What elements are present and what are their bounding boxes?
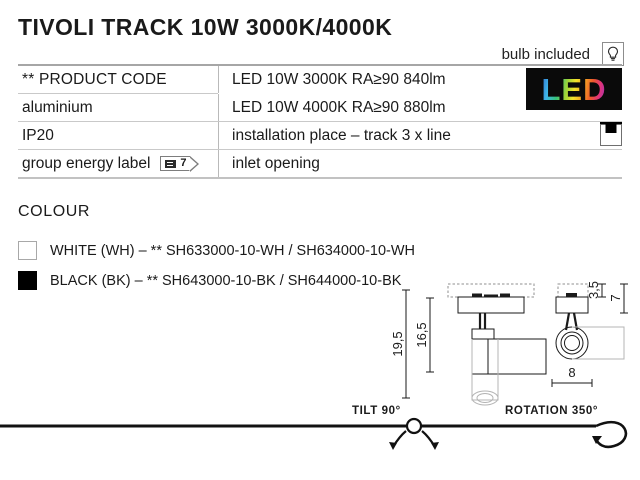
table-cell-installation-place: installation place – track 3 x line: [232, 126, 451, 144]
dimension-adapter-height: 3,5: [586, 281, 601, 299]
dimension-width: 8: [568, 365, 575, 380]
front-view: [551, 283, 625, 387]
dimension-line-adapter: [598, 283, 628, 314]
table-rule: [18, 149, 622, 150]
dimension-overall-height: 19,5: [390, 331, 405, 356]
energy-label-number: 7: [180, 157, 187, 169]
table-cell-material: aluminium: [22, 98, 93, 116]
colour-section-heading: COLOUR: [18, 203, 91, 220]
dimension-line-body-height: [426, 297, 434, 373]
table-row: IP20 installation place – track 3 x line: [18, 122, 622, 149]
table-row: aluminium LED 10W 4000K RA≥90 880lm: [18, 94, 622, 121]
table-cell-product-code-label: ** PRODUCT CODE: [22, 70, 167, 88]
colour-option-label: WHITE (WH) – ** SH633000-10-WH / SH63400…: [50, 242, 416, 259]
table-cell-led-3000k: LED 10W 3000K RA≥90 840lm: [232, 70, 446, 88]
spec-table: LED ** PRODUCT CODE LED 10W 3000K RA≥90 …: [18, 64, 622, 179]
lightbulb-icon: [602, 42, 624, 66]
table-rule: [18, 121, 622, 122]
dimension-line-width: [551, 379, 593, 387]
table-column-divider: [218, 150, 219, 177]
colour-option-white: WHITE (WH) – ** SH633000-10-WH / SH63400…: [18, 241, 415, 260]
table-rule-left-partial: [18, 93, 218, 94]
colour-swatch-white: [18, 241, 37, 260]
energy-label-icon: [165, 159, 177, 168]
colour-option-label: BLACK (BK) – ** SH643000-10-BK / SH64400…: [50, 272, 402, 289]
colour-option-black: BLACK (BK) – ** SH643000-10-BK / SH64400…: [18, 271, 401, 290]
dimension-adapter-total: 7: [608, 294, 623, 301]
bulb-included-row: bulb included: [502, 42, 624, 66]
table-row: group energy label 7 inlet opening: [18, 150, 622, 177]
motion-indicator-bar: [0, 404, 640, 480]
tilt-pivot-icon: [389, 417, 439, 450]
led-badge: LED: [526, 68, 622, 110]
led-badge-text: LED: [541, 71, 607, 107]
page-title: TIVOLI TRACK 10W 3000K/4000K: [18, 14, 393, 40]
dimension-line-overall-height: [402, 289, 410, 399]
table-column-divider: [218, 66, 219, 93]
track-mount-icon: [600, 122, 622, 146]
energy-label-badge: 7: [160, 155, 199, 172]
table-cell-inlet-opening: inlet opening: [232, 154, 320, 172]
rotation-arrow-icon: [592, 420, 628, 449]
technical-drawing: 19,5 16,5 3,5 7 8: [380, 280, 640, 410]
side-view: [447, 283, 547, 406]
energy-label-text: group energy label: [22, 154, 151, 172]
colour-swatch-black: [18, 271, 37, 290]
tilt-label: TILT 90°: [352, 405, 401, 417]
dimension-body-height: 16,5: [414, 322, 429, 347]
table-column-divider: [218, 122, 219, 149]
table-column-divider: [218, 94, 219, 121]
bulb-included-label: bulb included: [501, 45, 590, 63]
table-cell-energy-label: group energy label 7: [18, 150, 218, 177]
table-cell-led-4000k: LED 10W 4000K RA≥90 880lm: [232, 98, 446, 116]
rotation-label: ROTATION 350°: [505, 405, 599, 417]
table-cell-ip-rating: IP20: [22, 126, 54, 144]
table-row: ** PRODUCT CODE LED 10W 3000K RA≥90 840l…: [18, 66, 622, 93]
table-rule-bottom: [18, 177, 622, 179]
table-rule-top: [18, 64, 622, 66]
